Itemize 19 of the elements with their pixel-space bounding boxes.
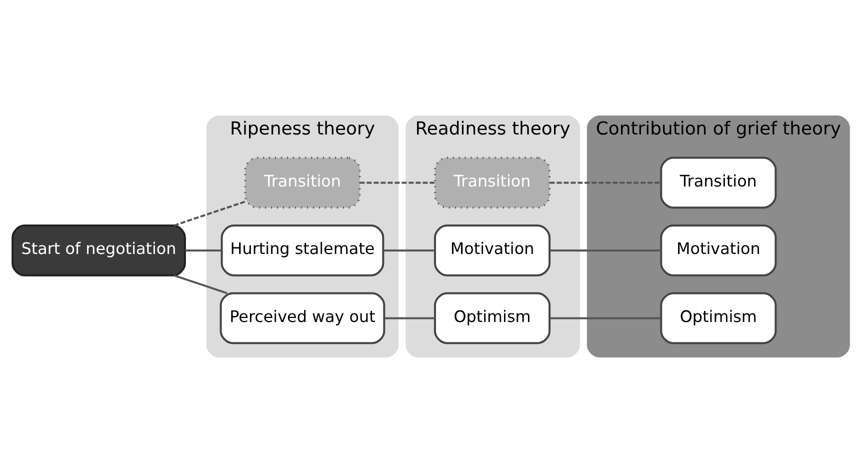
node-box: Perceived way out [220,292,386,344]
connector [185,248,222,251]
node-box: Optimism [434,292,551,344]
connector [550,248,661,251]
node-box: Hurting stalemate [220,224,384,276]
connector [384,316,435,319]
connector [550,181,661,184]
node-box: Transition [244,156,361,208]
connector [550,316,661,319]
connector [174,274,228,294]
node-box: Start of negotiation [12,224,186,276]
connector [383,248,435,251]
node-box: Transition [660,156,777,208]
node-box: Motivation [434,224,551,276]
node-box: Motivation [660,224,777,276]
connector [174,200,246,226]
connector [360,181,435,184]
node-box: Optimism [660,292,777,344]
node-box: Transition [434,156,551,208]
